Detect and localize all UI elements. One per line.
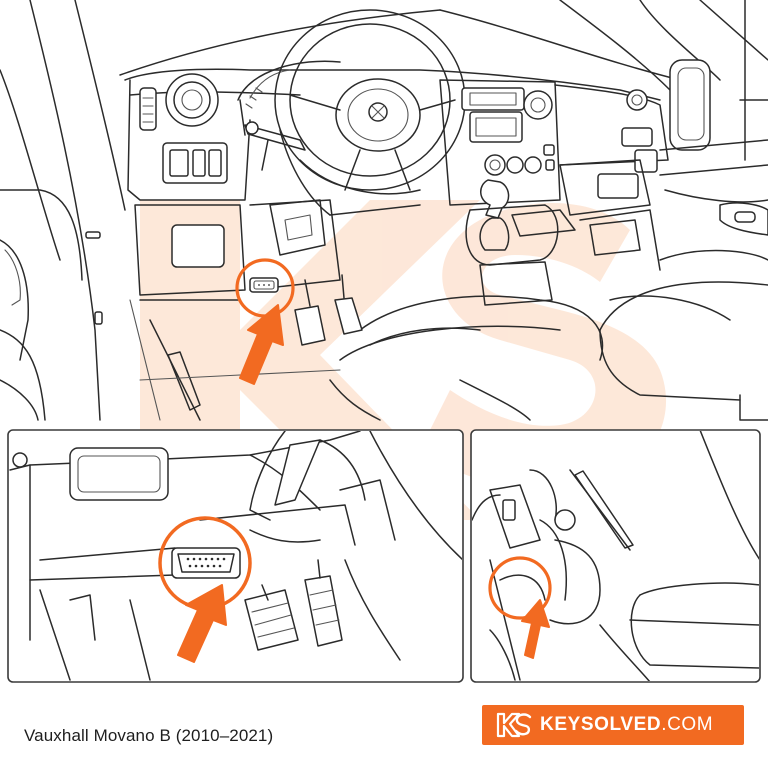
detail-panel-obd-closeup: [7, 429, 464, 683]
obd-pointer-arrow: [239, 304, 284, 385]
obd-pointer-arrow-detail: [177, 584, 227, 663]
footwell-highlight-ring: [488, 556, 552, 620]
vehicle-caption: Vauxhall Movano B (2010–2021): [24, 726, 274, 745]
brand-wordmark: KEYSOLVED.COM: [540, 714, 713, 736]
ks-logo-icon: [496, 712, 532, 738]
detail-panel-footwell: [470, 429, 761, 683]
main-interior-illustration: [0, 0, 768, 421]
brand-name: KEYSOLVED: [540, 714, 662, 735]
brand-domain: .COM: [661, 714, 714, 735]
keysolved-logo-bar: KEYSOLVED.COM: [482, 705, 744, 745]
obd-highlight-main: [235, 258, 295, 385]
footwell-pointer-arrow: [521, 599, 550, 659]
